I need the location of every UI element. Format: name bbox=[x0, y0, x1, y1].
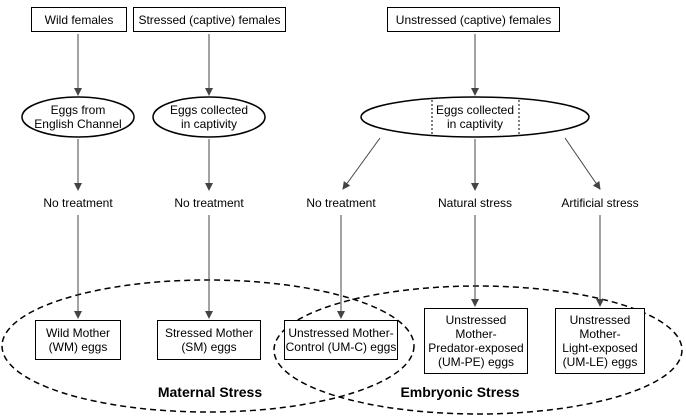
stressed-females-label: Stressed (captive) females bbox=[138, 12, 281, 27]
maternal-stress-label: Maternal Stress bbox=[157, 384, 263, 400]
embryonic-stress-label: Embryonic Stress bbox=[400, 384, 520, 400]
stressed-captivity-label: Eggs collected in captivity bbox=[169, 103, 249, 131]
unstressed-females-box: Unstressed (captive) females bbox=[387, 7, 560, 32]
stressed-females-box: Stressed (captive) females bbox=[133, 7, 286, 32]
maternal-stress-ellipse bbox=[1, 279, 415, 413]
umc-eggs-box: Unstressed Mother- Control (UM-C) eggs bbox=[284, 320, 398, 360]
umpe-eggs-box: Unstressed Mother- Predator-exposed (UM-… bbox=[424, 308, 528, 374]
sm-eggs-box: Stressed Mother (SM) eggs bbox=[157, 320, 261, 360]
wild-females-label: Wild females bbox=[44, 12, 114, 27]
wm-eggs-box: Wild Mother (WM) eggs bbox=[35, 320, 121, 360]
wild-females-box: Wild females bbox=[31, 7, 127, 32]
arrow-eggs-to-artificial bbox=[564, 137, 601, 190]
unstressed-females-label: Unstressed (captive) females bbox=[395, 12, 552, 27]
english-channel-oval bbox=[21, 96, 135, 138]
arrow-eggs-to-control bbox=[342, 137, 381, 190]
treatment-natural-label: Natural stress bbox=[425, 196, 525, 210]
embryonic-stress-ellipse bbox=[273, 285, 683, 415]
unstressed-captivity-oval bbox=[360, 96, 590, 138]
treatment-wild-label: No treatment bbox=[28, 196, 128, 210]
treatment-stressed-label: No treatment bbox=[159, 196, 259, 210]
english-channel-label: Eggs from English Channel bbox=[34, 103, 122, 131]
unstressed-captivity-label: Eggs collected in captivity bbox=[435, 103, 515, 131]
umle-eggs-box: Unstressed Mother- Light-exposed (UM-LE)… bbox=[555, 308, 645, 374]
treatment-control-label: No treatment bbox=[293, 196, 389, 210]
stressed-captivity-oval bbox=[152, 96, 266, 138]
treatment-artificial-label: Artificial stress bbox=[550, 196, 650, 210]
